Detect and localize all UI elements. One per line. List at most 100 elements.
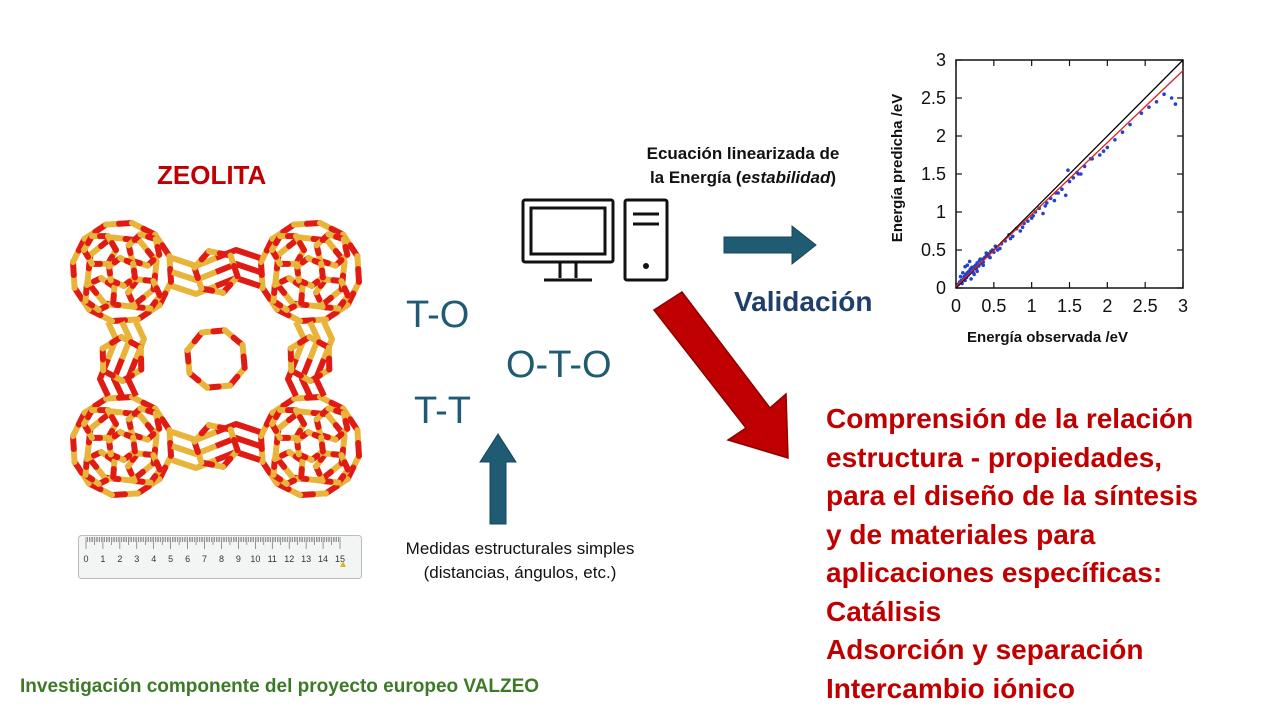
data-point [967, 259, 972, 264]
ruler-number: 6 [185, 554, 190, 564]
x-tick-label: 3 [1178, 296, 1188, 316]
conclusion-line: estructura - propiedades, [826, 441, 1163, 473]
conclusion-line: y de materiales para [826, 518, 1096, 550]
diagonal-red-arrow-icon [652, 290, 789, 460]
zeolite-title: ZEOLITA [157, 160, 267, 190]
conclusion-line: Intercambio iónico [826, 672, 1075, 704]
up-arrow-icon [479, 433, 517, 525]
data-point [1018, 229, 1023, 233]
data-point [1031, 214, 1035, 218]
data-point [1147, 105, 1151, 109]
ruler-number: 8 [219, 554, 224, 564]
data-point [1060, 187, 1064, 191]
measures-line-1: Medidas estructurales simples [405, 539, 635, 558]
data-point [1173, 102, 1178, 106]
data-point [1020, 225, 1025, 229]
ruler-number: 3 [134, 554, 139, 564]
equation-line-2-prefix: la Energía ( [649, 168, 742, 187]
ruler-number: 15 [335, 554, 345, 564]
data-point [1120, 130, 1125, 134]
ruler-number: 14 [318, 554, 328, 564]
equation-caption: Ecuación linearizada de la Energía (esta… [618, 142, 868, 190]
warning-triangle-icon [340, 561, 346, 567]
data-point [1008, 236, 1013, 241]
conclusion-line: aplicaciones específicas: [826, 557, 1163, 588]
ruler-body [78, 535, 362, 579]
measures-caption: Medidas estructurales simples (distancia… [380, 537, 660, 585]
ruler-number: 10 [250, 554, 260, 564]
y-tick-label: 1 [936, 202, 946, 222]
footer-text: Investigación componente del proyecto eu… [20, 676, 540, 697]
data-point [1010, 234, 1015, 239]
equation-line-2-suffix: ) [830, 168, 837, 187]
validation-label: Validación [734, 286, 873, 317]
equation-italic-word: estabilidad [741, 168, 831, 187]
data-point [972, 272, 976, 277]
ruler-number: 9 [236, 554, 241, 564]
ruler-number: 4 [151, 554, 156, 564]
x-tick-label: 0 [951, 296, 961, 316]
ruler-ticks [85, 537, 341, 549]
data-point [975, 269, 979, 274]
y-tick-label: 3 [936, 50, 946, 70]
fit-line [955, 70, 1184, 287]
data-point [1101, 149, 1106, 153]
x-tick-label: 0.5 [981, 296, 1006, 316]
y-tick-label: 0.5 [921, 240, 946, 260]
zeolite-framework [69, 219, 363, 499]
data-point [984, 251, 989, 255]
x-tick-label: 2.5 [1133, 296, 1158, 316]
conclusion-line: Adsorción y separación [826, 634, 1144, 665]
ruler-number: 13 [301, 554, 311, 564]
data-point [1128, 122, 1132, 127]
y-tick-label: 0 [936, 278, 946, 298]
x-axis-title: Energía observada /eV [967, 329, 1128, 346]
to-label: T-O [406, 294, 470, 336]
x-tick-label: 1 [1027, 296, 1037, 316]
equation-line-1: Ecuación linearizada de [646, 144, 840, 163]
ruler-number: 5 [168, 554, 173, 564]
data-point [975, 261, 979, 265]
x-tick-label: 1.5 [1057, 296, 1082, 316]
computer-icon [521, 198, 669, 282]
data-point [1066, 168, 1070, 172]
y-tick-label: 1.5 [921, 164, 946, 184]
data-point [1113, 138, 1117, 142]
ruler-number: 1 [100, 554, 105, 564]
right-arrow-icon [723, 224, 817, 266]
tt-label: T-T [414, 390, 471, 432]
data-point [1041, 211, 1045, 216]
conclusion-line: Catálisis [826, 595, 942, 627]
data-point [998, 246, 1002, 251]
power-light-icon [643, 263, 649, 269]
y-axis-title: Energía predicha /eV [889, 94, 906, 242]
data-point [1026, 219, 1030, 223]
ruler-number: 12 [284, 554, 294, 564]
data-point [1071, 176, 1076, 180]
data-point [1105, 145, 1110, 150]
data-point [1052, 198, 1057, 203]
data-point [1097, 153, 1102, 157]
data-point [1139, 111, 1144, 115]
data-point [958, 274, 963, 279]
zeolite-structure-image [69, 219, 363, 499]
x-tick-label: 2 [1102, 296, 1112, 316]
oto-label: O-T-O [506, 344, 612, 386]
data-point [1045, 201, 1049, 205]
measures-line-2: (distancias, ángulos, etc.) [423, 563, 617, 582]
conclusion-line: para el diseño de la síntesis [826, 480, 1198, 511]
data-point [965, 263, 970, 267]
data-point [1063, 193, 1068, 198]
monitor-icon [521, 198, 615, 282]
data-point [1154, 100, 1159, 104]
data-point [1076, 172, 1081, 176]
data-point [1162, 92, 1166, 96]
data-point [1067, 179, 1072, 184]
data-point [988, 255, 992, 260]
ruler-number: 11 [268, 554, 277, 564]
ruler-number: 0 [83, 554, 88, 564]
